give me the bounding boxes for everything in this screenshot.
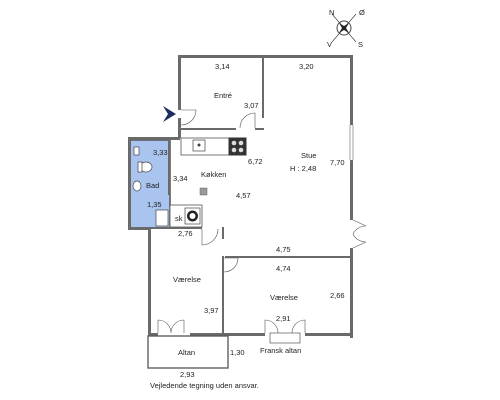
room-stue: Stue [301,151,316,160]
room-vaerelse-right: Værelse [270,293,298,302]
dim-stue-bottom: 4,75 [276,245,291,254]
dim-stue-depth: 7,70 [330,158,345,167]
compass-s: S [358,40,363,49]
dim-bad-bottom: 1,35 [147,200,162,209]
entry-arrow-icon [163,106,176,122]
room-fransk-altan: Fransk altan [260,346,301,355]
compass-n: N [329,8,334,17]
doors [157,109,367,344]
dim-vaerelse-left-depth: 3,97 [204,306,219,315]
dim-entre-width: 3,14 [215,62,230,71]
room-stue-height: H : 2,48 [290,164,316,173]
dim-hall: 2,76 [178,229,193,238]
outer-walls [128,55,353,338]
dim-fransk-width: 2,91 [276,314,291,323]
dim-entre-depth: 3,07 [244,101,259,110]
dim-altan-width: 2,93 [180,370,195,379]
dim-altan-depth: 1,30 [230,348,245,357]
dim-kitchen-mid: 4,57 [236,191,251,200]
dim-vaerelse-right-depth: 2,66 [330,291,345,300]
room-bad: Bad [146,181,159,190]
room-kokken: Køkken [201,170,226,179]
windows [349,125,354,160]
dim-bad-top: 3,33 [153,148,168,157]
disclaimer: Vejledende tegning uden ansvar. [150,381,259,390]
room-altan: Altan [178,348,195,357]
kitchen-fixtures [192,137,247,156]
room-entre: Entré [214,91,232,100]
compass-e: Ø [359,8,365,17]
dim-stue-width: 3,20 [299,62,314,71]
altan-balcony [147,335,229,369]
dim-vaerelse-right-top: 4,74 [276,264,291,273]
dim-kitchen-left: 3,34 [173,174,188,183]
washing-machine-icon [184,207,201,225]
room-sk: sk [175,214,183,223]
room-vaerelse-left: Værelse [173,275,201,284]
bathroom-fixtures [132,146,169,227]
dim-kitchen-width: 6,72 [248,157,263,166]
compass-icon: N Ø S V [327,8,365,49]
compass-w: V [327,40,332,49]
